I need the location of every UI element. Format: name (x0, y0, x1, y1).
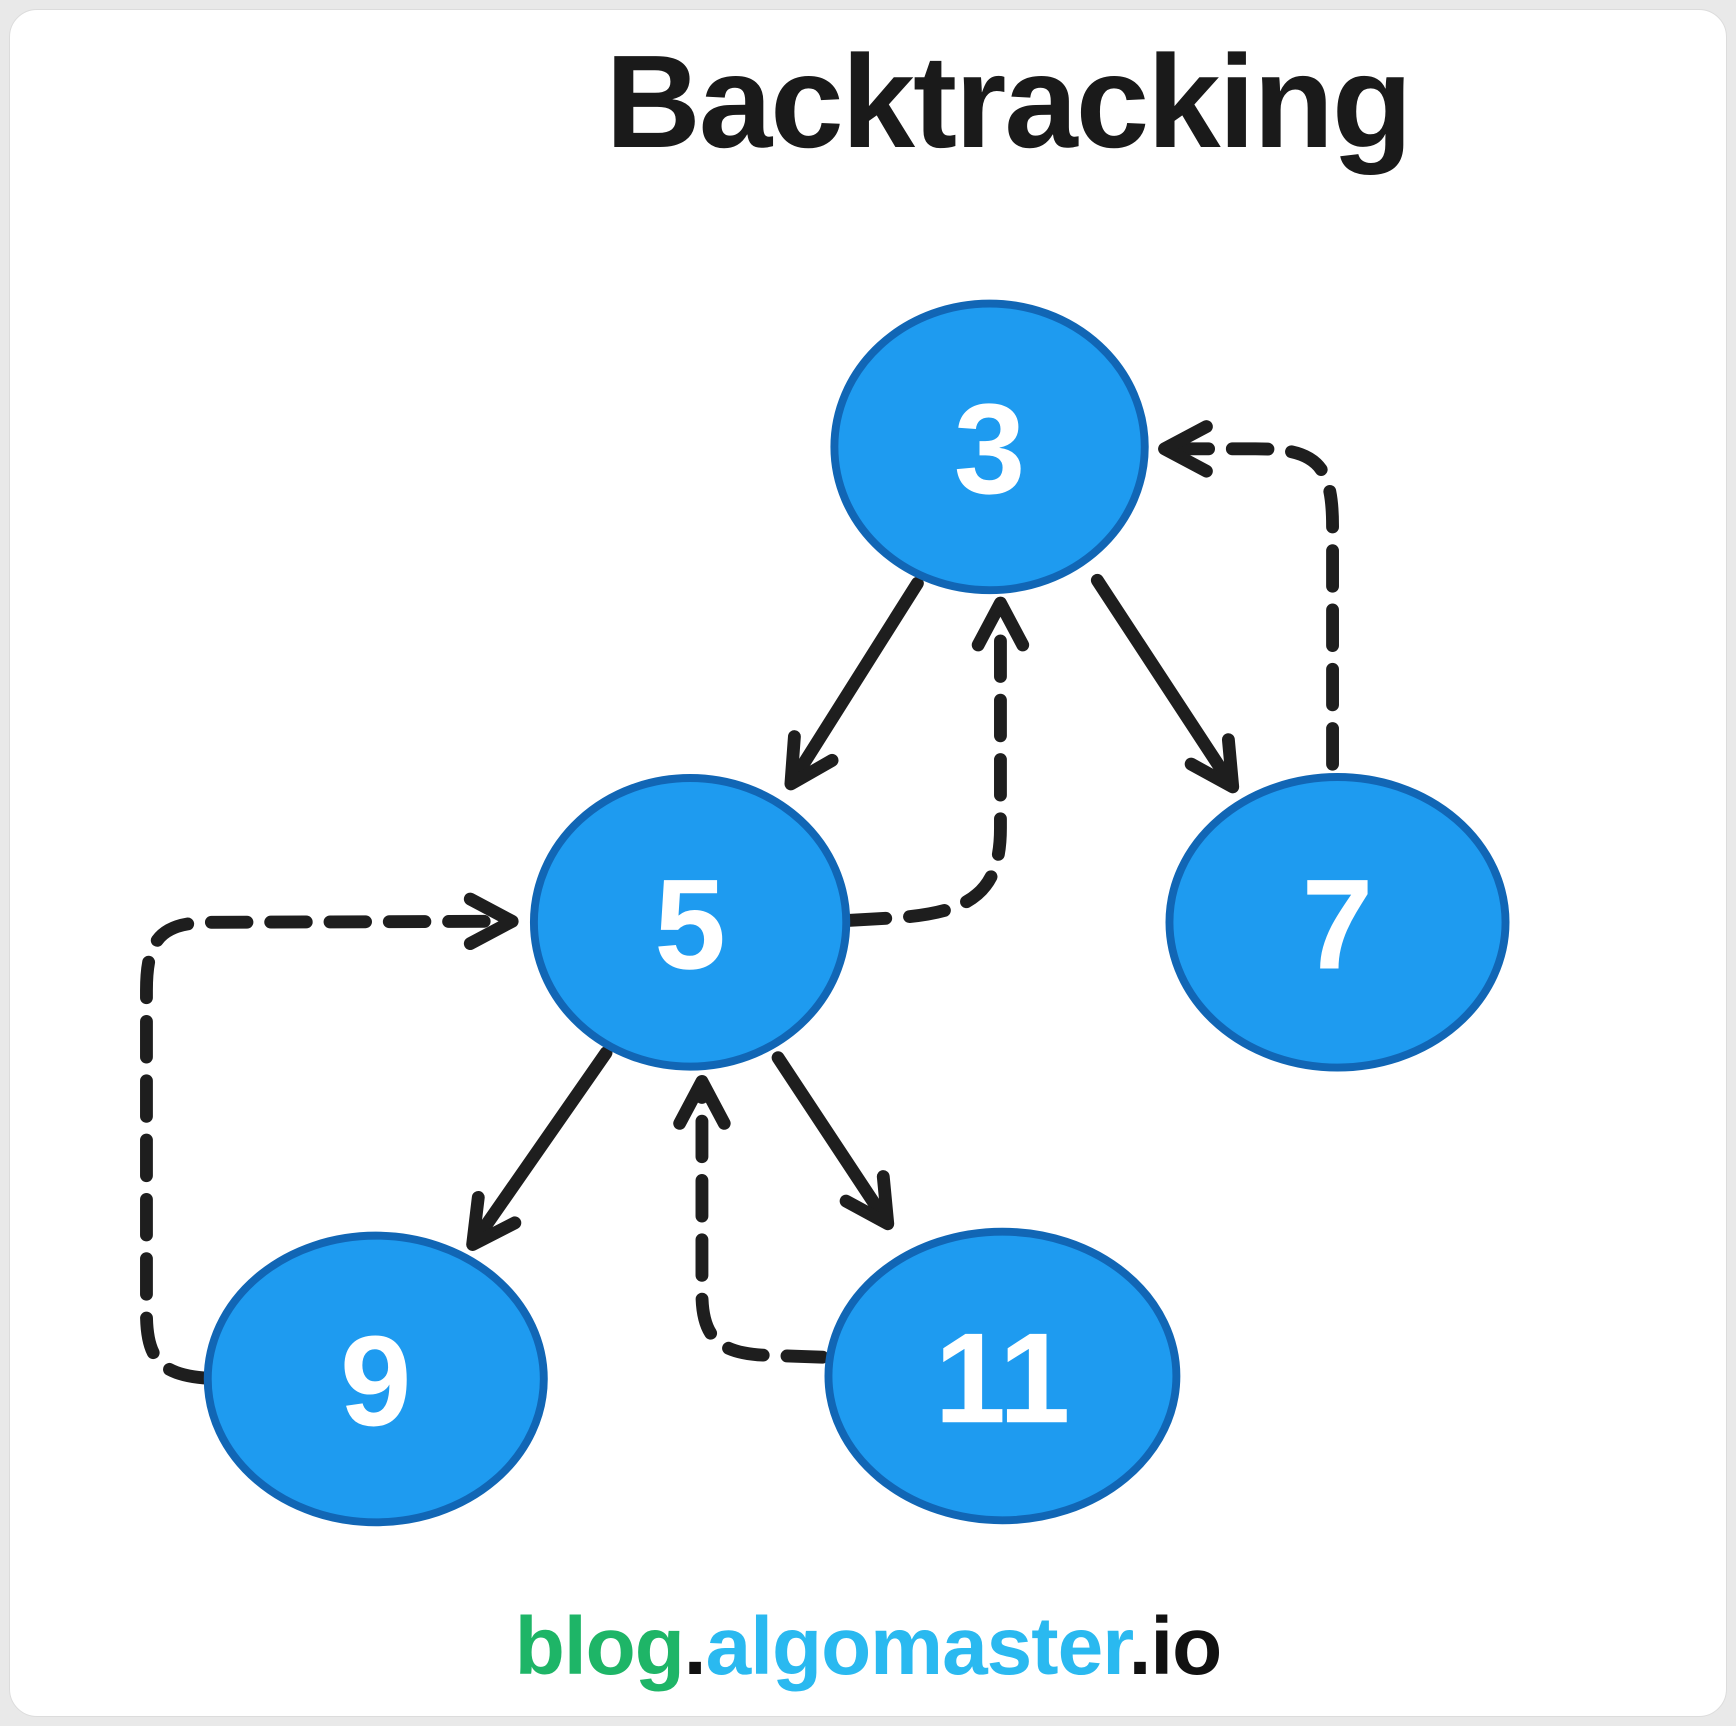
footer-brand: blog.algomaster.io (10, 1606, 1726, 1688)
edge-5-to-11 (771, 1051, 890, 1224)
node-label-7: 7 (1302, 854, 1373, 997)
node-label-5: 5 (654, 854, 725, 997)
edge-3-to-7-arrowhead-icon (1184, 733, 1240, 794)
edge-5-to-11-arrowhead-icon (839, 1170, 895, 1231)
back-edge-5-to-3-arrowhead-icon (971, 596, 1030, 652)
back-edge-11-to-5-arrowhead-icon (673, 1075, 731, 1130)
footer-text-dot2: . (1128, 1601, 1152, 1692)
back-edge-11-to-5 (695, 1090, 829, 1364)
footer-text-algomaster: algomaster (705, 1601, 1130, 1692)
back-edge-7-to-3-arrowhead-icon (1158, 420, 1213, 478)
footer-text-blog: blog (514, 1601, 685, 1692)
page-title: Backtracking (605, 28, 1412, 175)
tree-node-5 (529, 774, 851, 1071)
tree-node-7 (1165, 773, 1510, 1072)
tree-node-11 (824, 1227, 1181, 1525)
back-edge-5-to-3 (843, 612, 1007, 927)
tree-node-9 (203, 1231, 548, 1527)
node-label-9: 9 (340, 1310, 411, 1453)
node-label-3: 3 (954, 378, 1025, 521)
tree-node-3 (830, 299, 1149, 595)
backtracking-tree-diagram: 3 5 7 9 11 (140, 299, 1510, 1527)
node-label-11: 11 (935, 1307, 1071, 1450)
back-edge-9-to-5 (140, 914, 503, 1385)
back-edge-7-to-3 (1173, 442, 1339, 771)
edge-3-to-7 (1090, 573, 1235, 787)
edge-5-to-9 (470, 1046, 613, 1245)
back-edge-9-to-5-arrowhead-icon (463, 892, 519, 951)
edge-3-to-5 (788, 576, 924, 784)
edge-3-to-5-arrowhead-icon (784, 730, 839, 791)
footer-text-dot1: . (683, 1601, 707, 1692)
footer-text-io: io (1150, 1601, 1222, 1692)
edge-5-to-9-arrowhead-icon (466, 1190, 522, 1251)
